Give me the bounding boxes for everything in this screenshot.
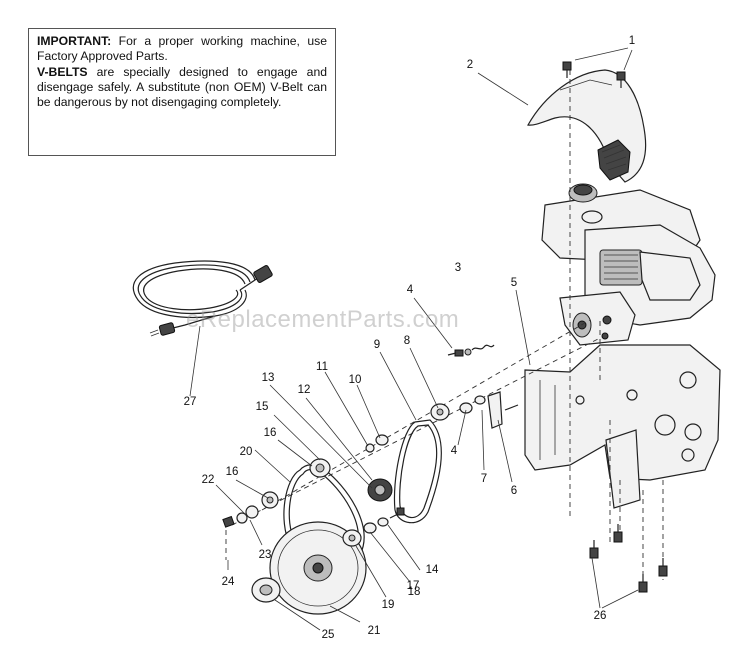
belt-cover-illustration xyxy=(527,69,647,183)
engine-illustration xyxy=(541,183,716,346)
callout-12: 12 xyxy=(297,384,311,396)
callout-16-upper: 16 xyxy=(263,427,277,439)
callout-13: 13 xyxy=(261,372,275,384)
callout-19: 19 xyxy=(381,599,395,611)
vbelts-label: V-BELTS xyxy=(37,64,88,79)
callout-4-upper: 4 xyxy=(406,284,414,296)
callout-21: 21 xyxy=(367,625,381,637)
callout-4-lower: 4 xyxy=(450,445,458,457)
callout-20: 20 xyxy=(239,446,253,458)
notice-vbelts: V-BELTS are specially designed to engage… xyxy=(37,65,327,111)
washers-and-spacers xyxy=(222,344,519,547)
callout-16-lower: 16 xyxy=(225,466,239,478)
callout-26: 26 xyxy=(593,610,607,622)
mounting-plate-illustration xyxy=(524,344,721,509)
small-pulley-illustration xyxy=(251,577,281,603)
callout-9: 9 xyxy=(373,339,381,351)
callout-18: 18 xyxy=(407,586,421,598)
callout-1: 1 xyxy=(628,35,636,47)
callout-5: 5 xyxy=(510,277,518,289)
callout-22: 22 xyxy=(201,474,215,486)
callout-24: 24 xyxy=(221,576,235,588)
vbelts-text: are specially designed to engage and dis… xyxy=(37,64,327,110)
extension-cord-illustration xyxy=(132,260,273,337)
important-label: IMPORTANT: xyxy=(37,34,112,48)
top-bolts-illustration xyxy=(562,61,626,88)
bottom-bolts-illustration xyxy=(589,524,668,593)
callout-8: 8 xyxy=(403,335,411,347)
callout-7: 7 xyxy=(480,473,488,485)
important-text: For a proper working machine, use Factor… xyxy=(37,34,327,64)
callout-3: 3 xyxy=(454,262,462,274)
notice-important: IMPORTANT: For a proper working machine,… xyxy=(37,34,327,65)
callout-6: 6 xyxy=(510,485,518,497)
callout-2: 2 xyxy=(466,59,474,71)
large-pulley-illustration xyxy=(269,521,367,615)
important-notice-box: IMPORTANT: For a proper working machine,… xyxy=(28,28,336,156)
watermark-text: eReplacementParts.com xyxy=(186,306,460,333)
callout-17: 17 xyxy=(406,580,420,592)
callout-23: 23 xyxy=(258,549,272,561)
callout-15: 15 xyxy=(255,401,269,413)
callout-14: 14 xyxy=(425,564,439,576)
callout-11: 11 xyxy=(316,361,328,373)
callout-10: 10 xyxy=(348,374,362,386)
idler-pulley-illustration xyxy=(367,478,393,502)
callout-25: 25 xyxy=(321,629,335,641)
callout-27: 27 xyxy=(183,396,197,408)
